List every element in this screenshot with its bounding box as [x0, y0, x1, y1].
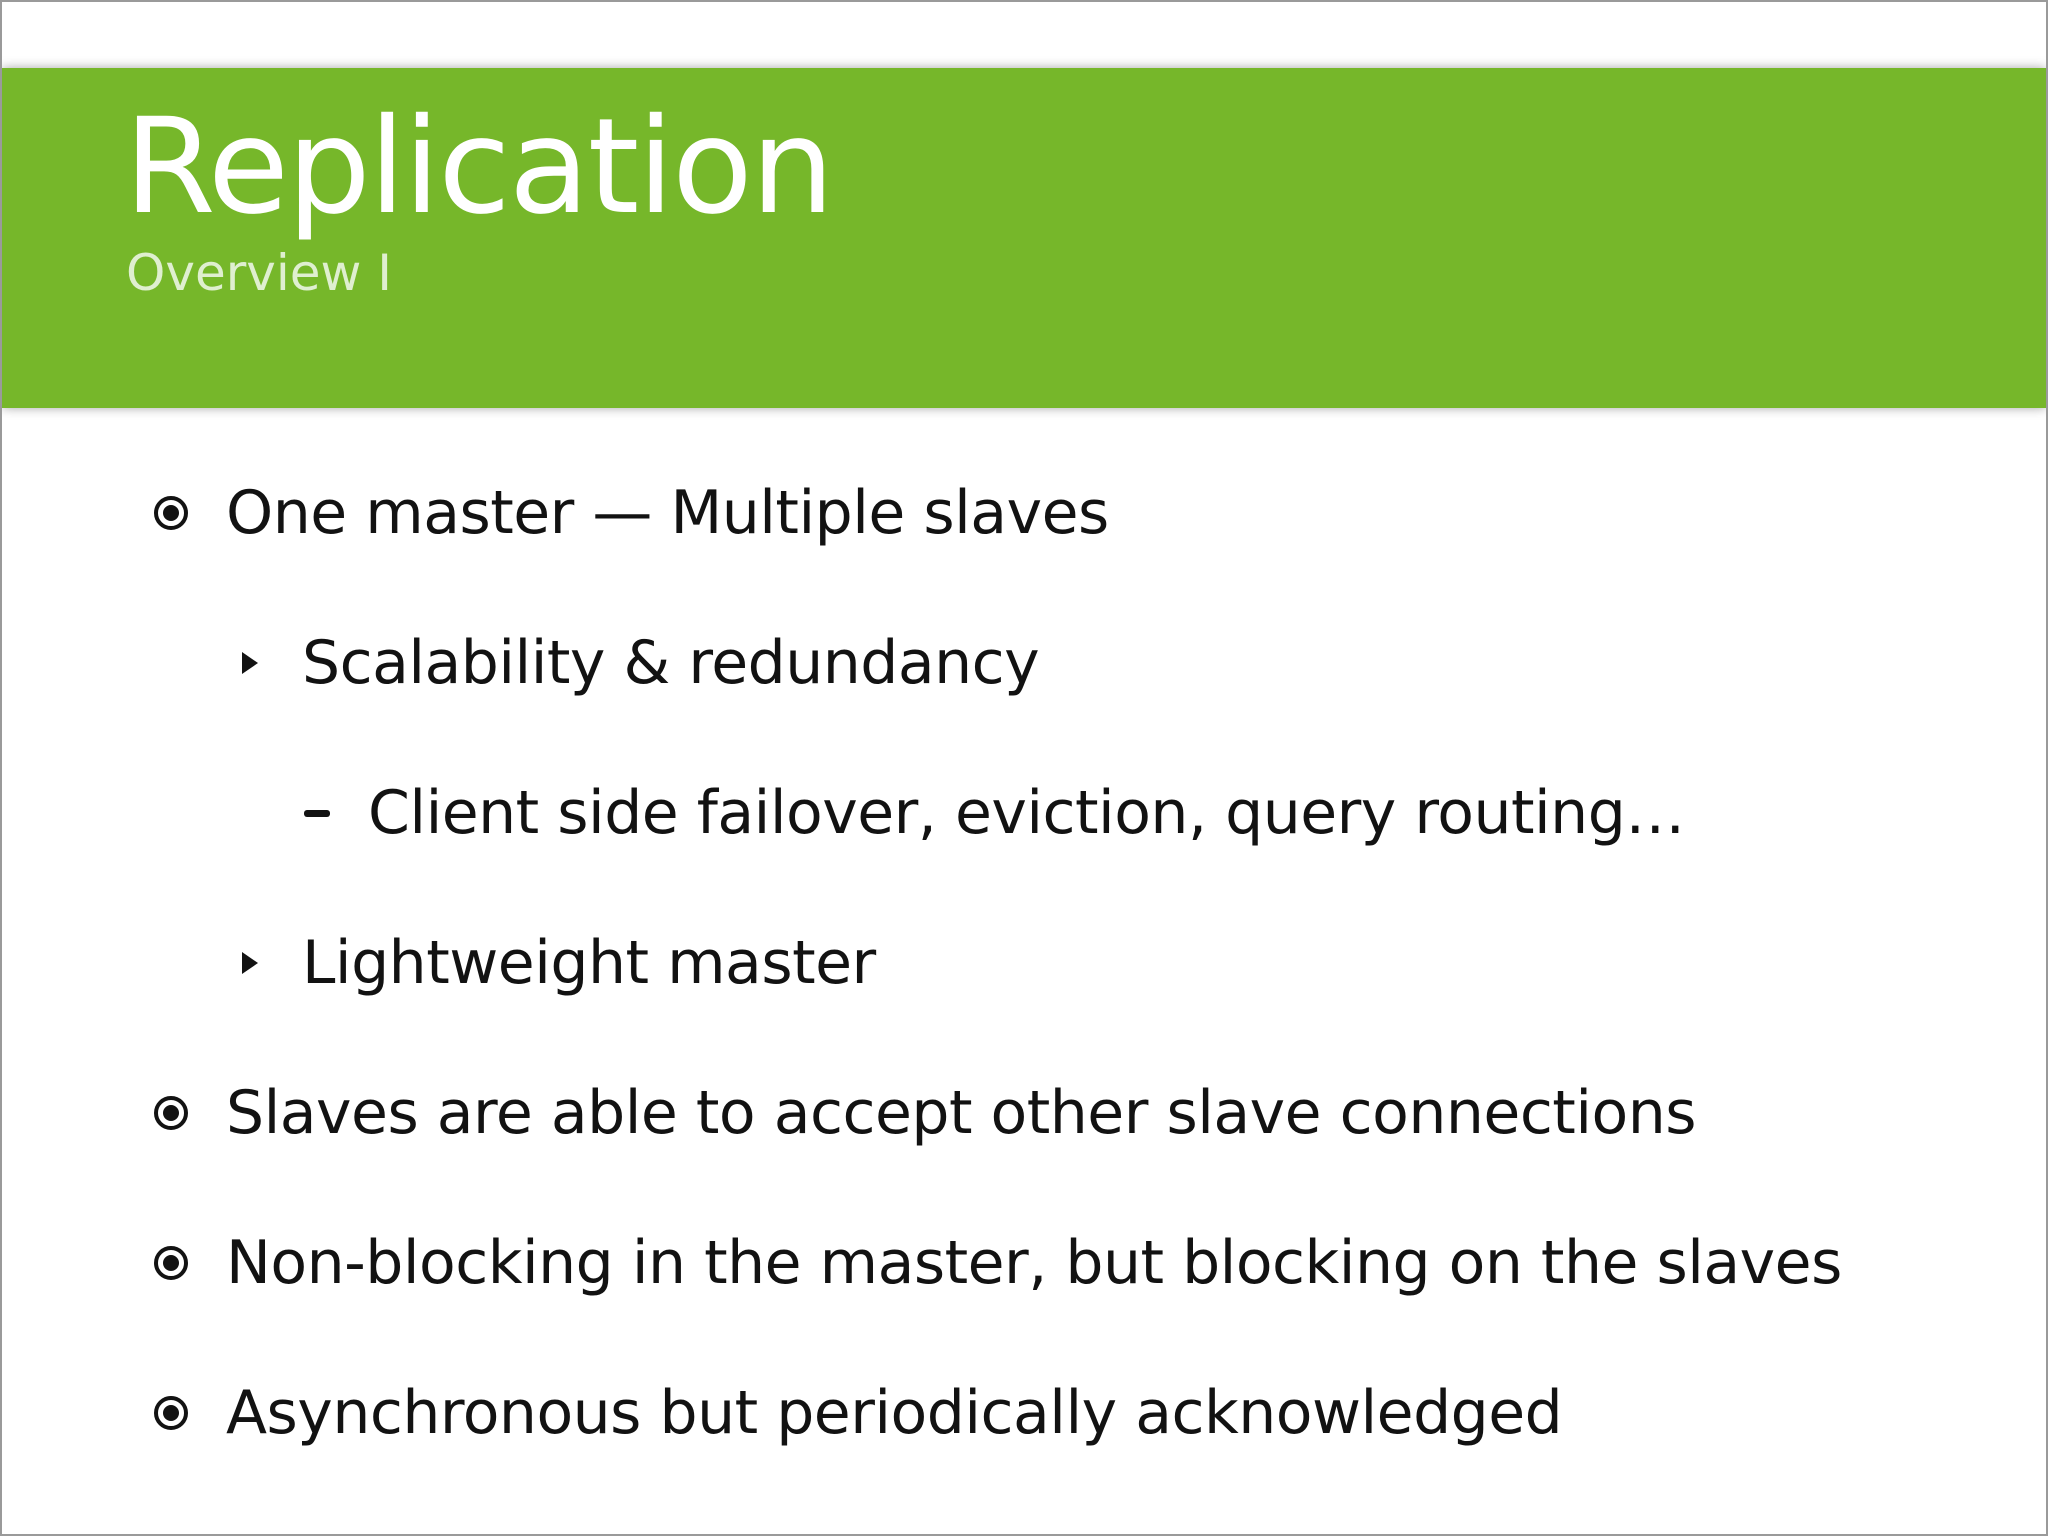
slide-subtitle: Overview I: [126, 243, 393, 302]
bullet-text: Asynchronous but periodically acknowledg…: [226, 1378, 1563, 1448]
bullet-fisheye-icon: [154, 1096, 188, 1130]
bullet-dash-icon: [304, 809, 330, 817]
bullet-list: One master — Multiple slaves Scalability…: [2, 408, 2046, 1488]
slide-title: Replication: [124, 90, 834, 244]
bullet-item: Client side failover, eviction, query ro…: [2, 738, 2046, 888]
bullet-text: Lightweight master: [302, 928, 876, 998]
bullet-triangle-icon: [242, 652, 258, 674]
bullet-text: Non-blocking in the master, but blocking…: [226, 1228, 1842, 1298]
bullet-text: Client side failover, eviction, query ro…: [368, 778, 1685, 848]
bullet-item: Non-blocking in the master, but blocking…: [2, 1188, 2046, 1338]
bullet-fisheye-icon: [154, 1246, 188, 1280]
bullet-text: Slaves are able to accept other slave co…: [226, 1078, 1697, 1148]
bullet-fisheye-icon: [154, 1396, 188, 1430]
bullet-triangle-icon: [242, 952, 258, 974]
bullet-fisheye-icon: [154, 496, 188, 530]
bullet-item: Slaves are able to accept other slave co…: [2, 1038, 2046, 1188]
header-band: Replication Overview I: [2, 68, 2046, 408]
bullet-text: One master — Multiple slaves: [226, 478, 1109, 548]
bullet-item: One master — Multiple slaves: [2, 438, 2046, 588]
top-white-strip: [2, 2, 2046, 68]
bullet-item: Scalability & redundancy: [2, 588, 2046, 738]
bullet-item: Lightweight master: [2, 888, 2046, 1038]
bullet-item: Asynchronous but periodically acknowledg…: [2, 1338, 2046, 1488]
bullet-text: Scalability & redundancy: [302, 628, 1040, 698]
